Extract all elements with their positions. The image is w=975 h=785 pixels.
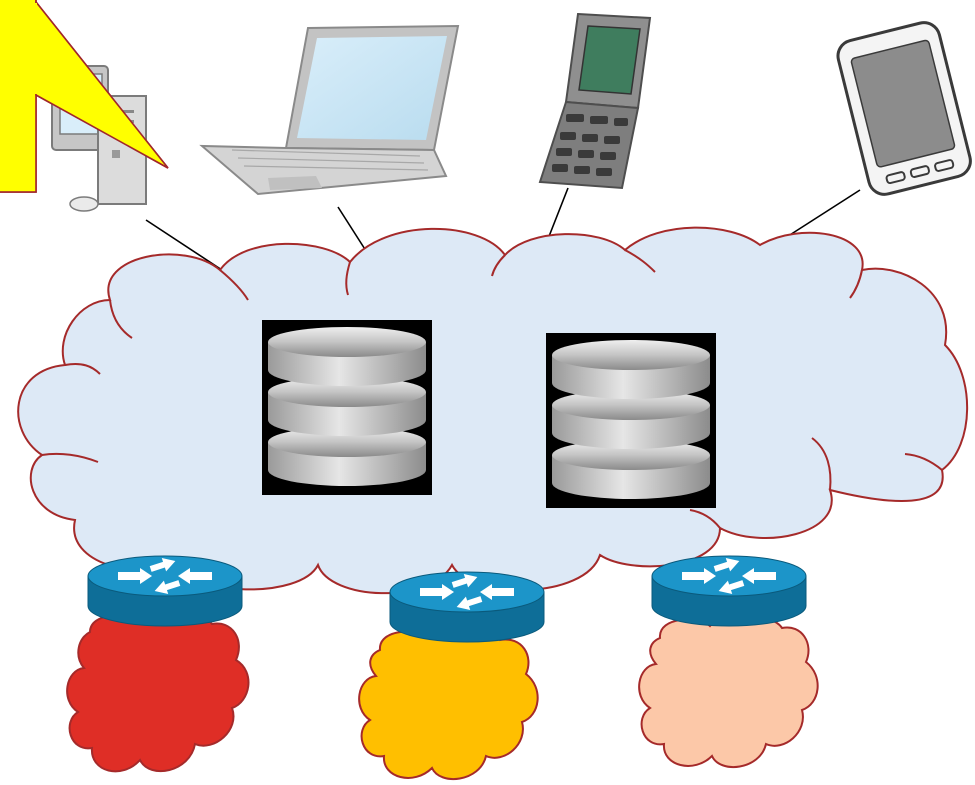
database-server-1: [262, 320, 432, 495]
laptop-icon: [199, 24, 460, 196]
router-arrows: [118, 558, 212, 594]
database-server-2: [546, 333, 716, 508]
device-connectors: [145, 187, 861, 271]
internet-cloud: [17, 226, 969, 595]
network-cloud-red: [66, 610, 250, 773]
network-cloud-peach: [638, 614, 819, 769]
connector-laptop: [337, 206, 369, 255]
connector-smartphone: [781, 189, 861, 241]
router-icon-2: [389, 571, 545, 643]
network-cloud-orange: [358, 626, 539, 781]
flip-phone-icon: [538, 12, 652, 190]
smartphone-icon: [836, 21, 972, 196]
cloud-inner-arcs: [41, 249, 943, 529]
router-arrows: [682, 558, 776, 594]
router-icon-1: [87, 555, 243, 627]
router-icon-3: [651, 555, 807, 627]
router-arrows: [420, 574, 514, 610]
connector-desktop: [145, 219, 223, 271]
